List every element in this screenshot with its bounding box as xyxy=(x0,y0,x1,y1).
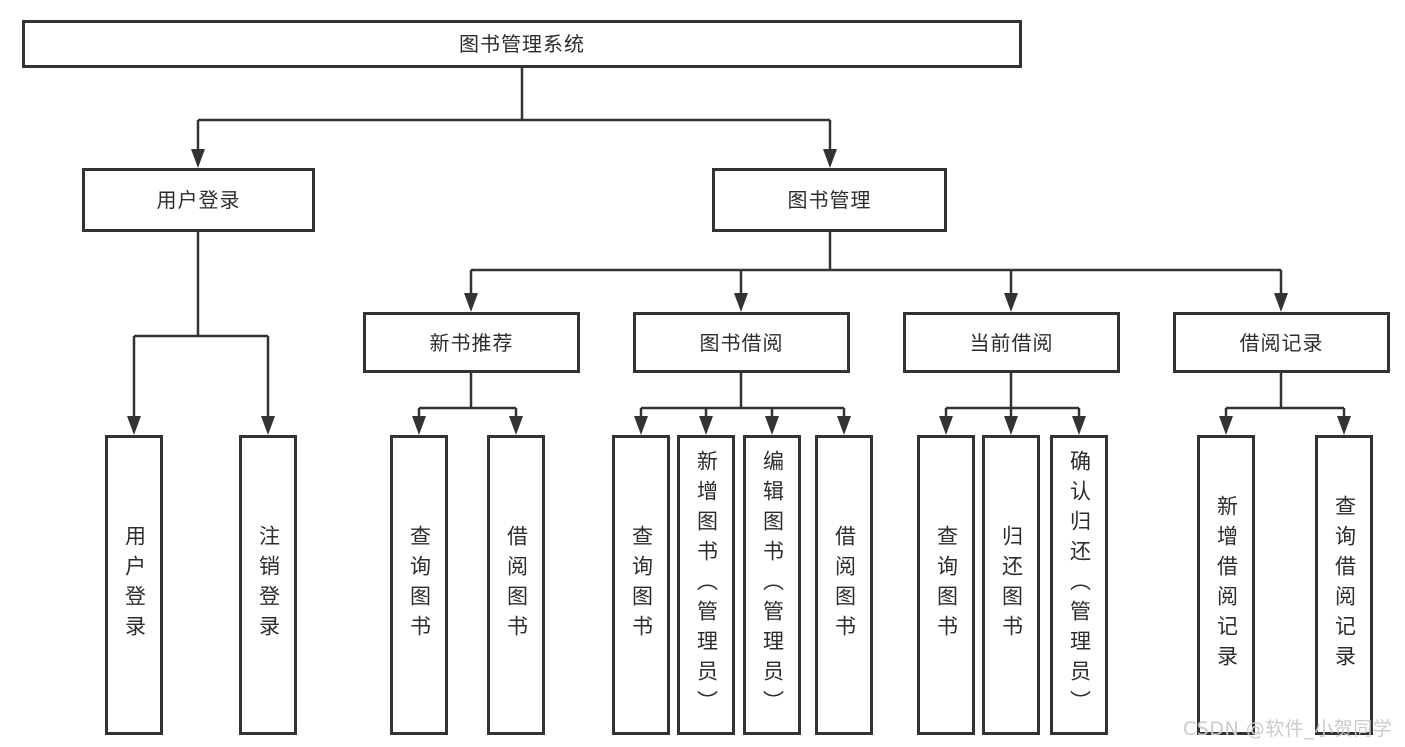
leaf-bb-edit-books-admin: 编辑图书（管理员） xyxy=(743,435,801,735)
leaf-nbr-query-books: 查询图书 xyxy=(390,435,448,735)
node-label: 用户登录 xyxy=(156,188,241,212)
node-book-borrowing: 图书借阅 xyxy=(633,312,850,373)
node-label: 查询图书 xyxy=(407,525,432,645)
node-label: 注销登录 xyxy=(256,525,281,645)
node-label: 图书借阅 xyxy=(699,330,784,355)
node-current-borrowing: 当前借阅 xyxy=(903,312,1120,373)
node-label: 新增图书（管理员） xyxy=(694,450,719,720)
node-label: 图书管理 xyxy=(787,188,872,212)
node-label: 查询借阅记录 xyxy=(1332,495,1357,675)
leaf-br-add-record: 新增借阅记录 xyxy=(1197,435,1255,735)
leaf-bb-query-books: 查询图书 xyxy=(612,435,670,735)
leaf-cb-query-books: 查询图书 xyxy=(917,435,975,735)
node-library-system: 图书管理系统 xyxy=(22,20,1022,68)
node-label: 归还图书 xyxy=(999,525,1024,645)
node-label: 查询图书 xyxy=(934,525,959,645)
node-label: 新增借阅记录 xyxy=(1214,495,1239,675)
leaf-nbr-borrow-books: 借阅图书 xyxy=(487,435,545,735)
leaf-cb-confirm-return-admin: 确认归还（管理员） xyxy=(1050,435,1108,735)
leaf-cb-return-books: 归还图书 xyxy=(982,435,1040,735)
node-label: 图书管理系统 xyxy=(459,32,585,56)
node-borrow-records: 借阅记录 xyxy=(1173,312,1390,373)
node-new-book-recommend: 新书推荐 xyxy=(363,312,580,373)
leaf-logout: 注销登录 xyxy=(239,435,297,735)
node-label: 借阅记录 xyxy=(1239,330,1324,355)
node-label: 当前借阅 xyxy=(969,330,1054,355)
node-user-login: 用户登录 xyxy=(82,168,315,232)
node-label: 借阅图书 xyxy=(832,525,857,645)
node-label: 编辑图书（管理员） xyxy=(760,450,785,720)
leaf-bb-borrow-books: 借阅图书 xyxy=(815,435,873,735)
node-label: 借阅图书 xyxy=(504,525,529,645)
node-label: 确认归还（管理员） xyxy=(1067,450,1092,720)
leaf-user-login: 用户登录 xyxy=(105,435,163,735)
node-label: 新书推荐 xyxy=(429,330,514,355)
leaf-br-query-record: 查询借阅记录 xyxy=(1315,435,1373,735)
node-book-management: 图书管理 xyxy=(712,168,947,232)
leaf-bb-add-books-admin: 新增图书（管理员） xyxy=(677,435,735,735)
node-label: 查询图书 xyxy=(629,525,654,645)
csdn-watermark: CSDN @软件_小贺同学 xyxy=(1183,718,1393,740)
node-label: 用户登录 xyxy=(122,525,147,645)
